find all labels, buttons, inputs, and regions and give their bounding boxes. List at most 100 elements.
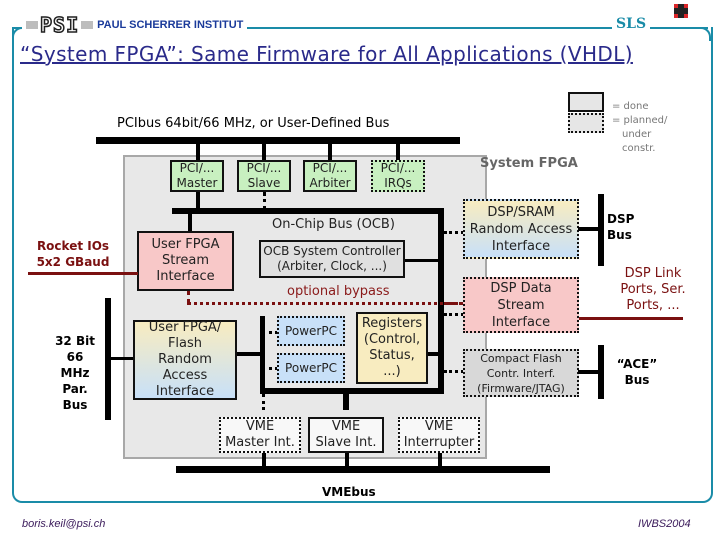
par-bus-line5: Bus [62, 398, 88, 412]
par-bus-line2: 66 [66, 350, 84, 364]
user-fpga-stream-block: User FPGA Stream Interface [137, 231, 234, 291]
dsp-link-label: DSP Link Ports, Ser. Ports, ... [608, 266, 698, 314]
ocb-top-bus [172, 208, 444, 214]
vme-master-ocb-connector [262, 394, 265, 410]
compact-flash-line3: (Firmware/JTAG) [477, 381, 565, 395]
pci-irqs-block: PCI/... IRQs [371, 160, 425, 192]
dsp-data-line2: Stream [497, 297, 545, 313]
dsp-data-line3: Interface [491, 314, 551, 330]
ocb-controller-line2: (Arbiter, Clock, ...) [277, 259, 387, 273]
footer-event: IWBS2004 [638, 518, 691, 530]
ocb-controller-line1: OCB System Controller [263, 244, 401, 258]
registers-ocb-connector [428, 352, 440, 356]
pci-arbiter-line1: PCI/... [312, 161, 348, 175]
registers-line2: (Control, [363, 332, 421, 347]
vme-slave-line1: VME [331, 419, 361, 434]
registers-line3: Status, [369, 348, 415, 363]
dsp-sram-block: DSP/SRAM Random Access Interface [463, 199, 579, 259]
vme-interrupter-line1: VME [424, 419, 454, 434]
dsp-data-connector [444, 313, 464, 316]
psi-logo: PSI [38, 13, 82, 37]
registers-block: Registers (Control, Status, ...) [356, 312, 428, 384]
legend-planned-swatch [568, 113, 604, 133]
flash-line2: Flash [167, 336, 203, 351]
pci-irqs-line1: PCI/... [380, 161, 416, 175]
vme-slave-bus-connector [345, 453, 349, 469]
dsp-bus-line1: DSP [607, 212, 635, 226]
ocb-right-bus [438, 208, 444, 394]
flash-line4: Interface [155, 384, 215, 399]
ppc2-connector [262, 367, 278, 370]
powerpc-2-label: PowerPC [285, 360, 337, 375]
dsp-sram-bus-connector [578, 227, 600, 231]
par-bus-connector [108, 357, 134, 360]
registers-line4: ...) [383, 364, 401, 379]
logo-bar-left [26, 21, 38, 29]
compact-flash-line1: Compact Flash [480, 351, 562, 365]
slave-ocb-connector [263, 192, 266, 210]
psi-logo-group: PSI PAUL SCHERRER INSTITUT [22, 13, 248, 37]
bypass-stream-down [187, 291, 190, 303]
pci-slave-line1: PCI/... [246, 161, 282, 175]
pci-irqs-connector [396, 142, 400, 162]
ocb-controller-block: OCB System Controller (Arbiter, Clock, .… [259, 240, 405, 278]
ocb-bottom-bus [260, 388, 444, 394]
par-bus-line4: Par. [62, 382, 88, 396]
vme-slave-block: VME Slave Int. [308, 417, 384, 453]
pci-master-line1: PCI/... [179, 161, 215, 175]
par-bus-line3: MHz [60, 366, 90, 380]
optional-bypass-label: optional bypass [287, 284, 390, 299]
vme-interrupter-block: VME Interrupter [398, 417, 480, 453]
stream-line2: Stream [161, 253, 210, 268]
stream-ocb-connector [188, 210, 192, 234]
dsp-sram-connector [444, 231, 464, 234]
ppc1-connector [262, 331, 278, 334]
dsp-link-line3: Ports, ... [626, 298, 680, 313]
system-fpga-container [123, 155, 487, 459]
vme-slave-ocb-connector [343, 394, 349, 410]
vme-bus-line [176, 466, 550, 473]
pci-bus-line [96, 137, 460, 144]
frame-corner-right [697, 27, 711, 41]
frame-top-line [14, 27, 708, 29]
registers-line1: Registers [361, 316, 423, 331]
dsp-data-stream-block: DSP Data Stream Interface [463, 277, 579, 333]
pci-slave-line2: Slave [247, 176, 281, 190]
pci-arbiter-connector [328, 142, 332, 162]
compact-flash-line2: Contr. Interf. [486, 366, 556, 380]
pci-bus-label: PCIbus 64bit/66 MHz, or User-Defined Bus [117, 116, 390, 131]
pci-slave-connector [262, 142, 266, 162]
legend-planned-label-2: under [622, 129, 652, 140]
dsp-link-line [579, 317, 683, 320]
master-ocb-connector [196, 192, 200, 212]
stream-line1: User FPGA [151, 237, 220, 252]
flash-line1: User FPGA/ [148, 320, 222, 335]
legend-planned-label: = planned/ [612, 115, 668, 126]
footer-email: boris.keil@psi.ch [22, 518, 106, 530]
pci-master-connector [196, 142, 200, 162]
pci-irqs-line2: IRQs [384, 176, 412, 190]
dsp-sram-line2: Random Access [469, 221, 573, 237]
dsp-link-line2: Ports, Ser. [620, 282, 686, 297]
dsp-bus-line2: Bus [607, 228, 632, 242]
stream-line3: Interface [156, 269, 215, 284]
vme-interrupter-line2: Interrupter [403, 435, 475, 450]
rocket-io-line2: 5x2 GBaud [36, 255, 110, 269]
powerpc-block-2: PowerPC [277, 353, 345, 383]
legend-done-label: = done [612, 101, 649, 112]
vme-slave-line2: Slave Int. [315, 435, 377, 450]
dsp-bus-label: DSP Bus [607, 211, 647, 243]
pci-arbiter-line2: Arbiter [309, 176, 351, 190]
vme-master-line2: Master Int. [225, 435, 295, 450]
vme-master-block: VME Master Int. [219, 417, 301, 453]
institute-name: PAUL SCHERRER INSTITUT [97, 19, 244, 31]
rocket-io-line [28, 272, 138, 275]
controller-ocb-connector [405, 259, 440, 262]
ocb-label: On-Chip Bus (OCB) [272, 217, 395, 232]
sls-logo-icon [674, 4, 688, 18]
dsp-bus-line [598, 194, 604, 266]
flash-ocb-connector [237, 352, 262, 356]
dsp-link-line1: DSP Link [624, 266, 682, 281]
ace-bus-connector [578, 370, 600, 374]
legend-done-swatch [568, 92, 604, 112]
